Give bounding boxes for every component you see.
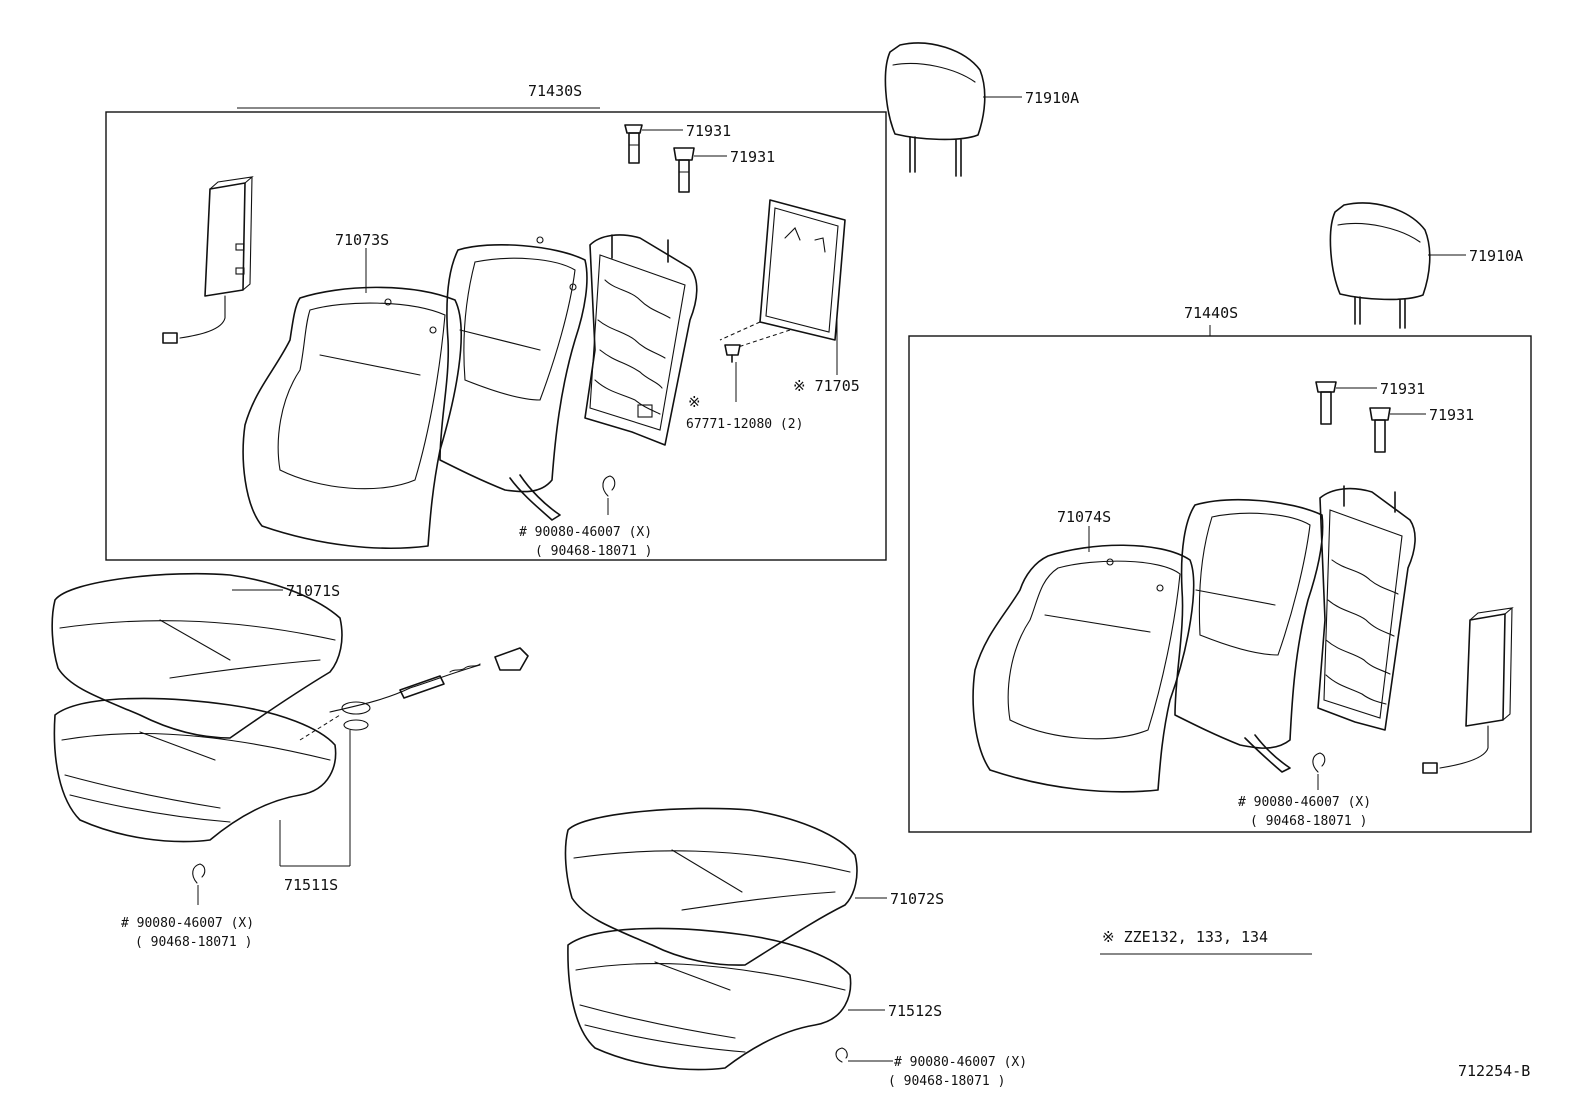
seat-back-cover-left[interactable] xyxy=(439,236,588,521)
label-left-back-assy: 71430S xyxy=(528,82,582,100)
seat-back-frame-left[interactable] xyxy=(584,234,698,446)
label-hog-right-back-2: ( 90468-18071 ) xyxy=(1250,814,1367,829)
hog-ring-left-cushion[interactable] xyxy=(192,863,206,905)
headrest-right[interactable] xyxy=(1329,202,1431,329)
label-clip-part: 67771-12080 (2) xyxy=(686,417,803,432)
side-airbag-right[interactable] xyxy=(1422,607,1514,774)
label-headrest-right: 71910A xyxy=(1469,247,1523,265)
headrest-upper[interactable] xyxy=(884,42,986,177)
label-hog-center-1: # 90080-46007 (X) xyxy=(894,1055,1027,1070)
seat-back-cover-right[interactable] xyxy=(1174,499,1324,773)
label-guide-4: 71931 xyxy=(1429,406,1474,424)
label-hog-left-back-1: # 90080-46007 (X) xyxy=(519,525,652,540)
right-back-assembly-box xyxy=(908,335,1532,833)
seat-back-pad-right[interactable] xyxy=(972,544,1195,793)
seat-cushion-cover-center[interactable] xyxy=(564,807,858,966)
label-right-back-assy: 71440S xyxy=(1184,304,1238,322)
seat-cushion-cover-left[interactable] xyxy=(51,572,343,739)
label-hog-left-cushion-2: ( 90468-18071 ) xyxy=(135,935,252,950)
label-guide-2: 71931 xyxy=(730,148,775,166)
recliner-cable[interactable] xyxy=(329,647,529,731)
seat-back-board[interactable] xyxy=(759,199,846,341)
label-hog-left-back-2: ( 90468-18071 ) xyxy=(535,544,652,559)
label-guide-1: 71931 xyxy=(686,122,731,140)
diagram-id: 712254-B xyxy=(1458,1062,1530,1080)
headrest-guide-1[interactable] xyxy=(624,124,643,164)
label-back-pad-left: 71073S xyxy=(335,231,389,249)
seat-back-frame-right[interactable] xyxy=(1317,485,1416,731)
headrest-guide-4[interactable] xyxy=(1369,407,1391,453)
hog-ring-right-back[interactable] xyxy=(1312,752,1326,790)
label-hog-center-2: ( 90468-18071 ) xyxy=(888,1074,1005,1089)
hog-ring-center[interactable] xyxy=(835,1047,893,1063)
clip-67771[interactable] xyxy=(724,344,741,363)
label-guide-3: 71931 xyxy=(1380,380,1425,398)
left-back-assembly-box xyxy=(105,111,887,561)
label-headrest-upper: 71910A xyxy=(1025,89,1079,107)
headrest-guide-2[interactable] xyxy=(673,147,695,193)
seat-back-pad-left[interactable] xyxy=(242,286,462,549)
side-airbag-left[interactable] xyxy=(162,176,254,344)
label-back-pad-right: 71074S xyxy=(1057,508,1111,526)
headrest-guide-3[interactable] xyxy=(1315,381,1337,425)
label-hog-left-cushion-1: # 90080-46007 (X) xyxy=(121,916,254,931)
seat-cushion-pad-left[interactable] xyxy=(53,697,337,843)
label-hog-right-back-1: # 90080-46007 (X) xyxy=(1238,795,1371,810)
seat-cushion-pad-center[interactable] xyxy=(567,927,852,1071)
label-clip-mark: ※ xyxy=(688,393,701,411)
label-back-board: ※ 71705 xyxy=(793,377,860,395)
label-cushion-assy-left: 71511S xyxy=(284,876,338,894)
label-cushion-cover-left: 71071S xyxy=(286,582,340,600)
label-cushion-assy-center: 71512S xyxy=(888,1002,942,1020)
model-note: ※ ZZE132, 133, 134 xyxy=(1102,928,1268,946)
hog-ring-left-back[interactable] xyxy=(602,475,616,515)
label-cushion-cover-center: 71072S xyxy=(890,890,944,908)
